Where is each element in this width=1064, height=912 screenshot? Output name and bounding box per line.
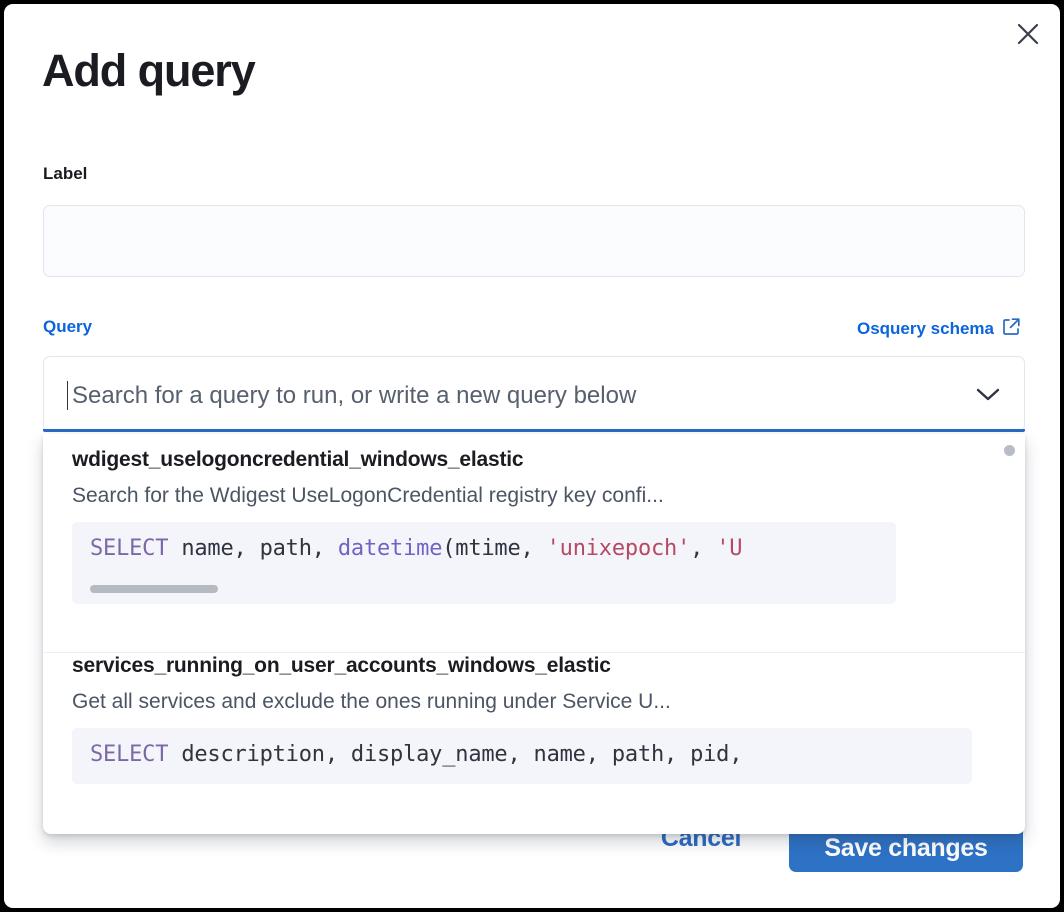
dropdown-scrollbar[interactable]	[1004, 445, 1015, 456]
close-icon	[1015, 21, 1041, 47]
list-item-description: Search for the Wdigest UseLogonCredentia…	[72, 484, 664, 507]
list-item-title: wdigest_uselogoncredential_windows_elast…	[72, 448, 524, 471]
chevron-down-icon[interactable]	[974, 385, 1002, 409]
query-suggestions-dropdown: wdigest_uselogoncredential_windows_elast…	[43, 434, 1025, 834]
code-horizontal-scrollbar[interactable]	[90, 585, 218, 593]
text-caret	[67, 381, 68, 410]
combobox-focus-underline	[43, 429, 1025, 432]
sql-code: SELECT description, display_name, name, …	[90, 742, 743, 767]
query-search-input-placeholder: Search for a query to run, or write a ne…	[72, 382, 637, 409]
query-search-combobox[interactable]: Search for a query to run, or write a ne…	[43, 356, 1025, 432]
label-input[interactable]	[43, 205, 1025, 277]
list-item-description: Get all services and exclude the ones ru…	[72, 690, 671, 713]
query-field-label: Query	[43, 317, 93, 336]
osquery-schema-link[interactable]: Osquery schema	[857, 317, 1021, 341]
list-item-code-block: SELECT description, display_name, name, …	[72, 728, 972, 784]
page-title: Add query	[42, 45, 256, 96]
label-field-label: Label	[43, 164, 88, 183]
external-link-icon	[1002, 317, 1021, 341]
sql-code: SELECT name, path, datetime(mtime, 'unix…	[90, 536, 743, 561]
list-item[interactable]: services_running_on_user_accounts_window…	[43, 654, 1025, 784]
osquery-schema-link-label: Osquery schema	[856, 319, 994, 338]
list-item-code-block: SELECT name, path, datetime(mtime, 'unix…	[72, 522, 896, 604]
add-query-dialog: Add query Label Query Osquery schema Sea…	[4, 4, 1060, 908]
list-item[interactable]: wdigest_uselogoncredential_windows_elast…	[43, 448, 1025, 604]
close-button[interactable]	[1006, 12, 1050, 56]
list-divider	[43, 652, 1025, 653]
list-item-title: services_running_on_user_accounts_window…	[72, 654, 611, 677]
